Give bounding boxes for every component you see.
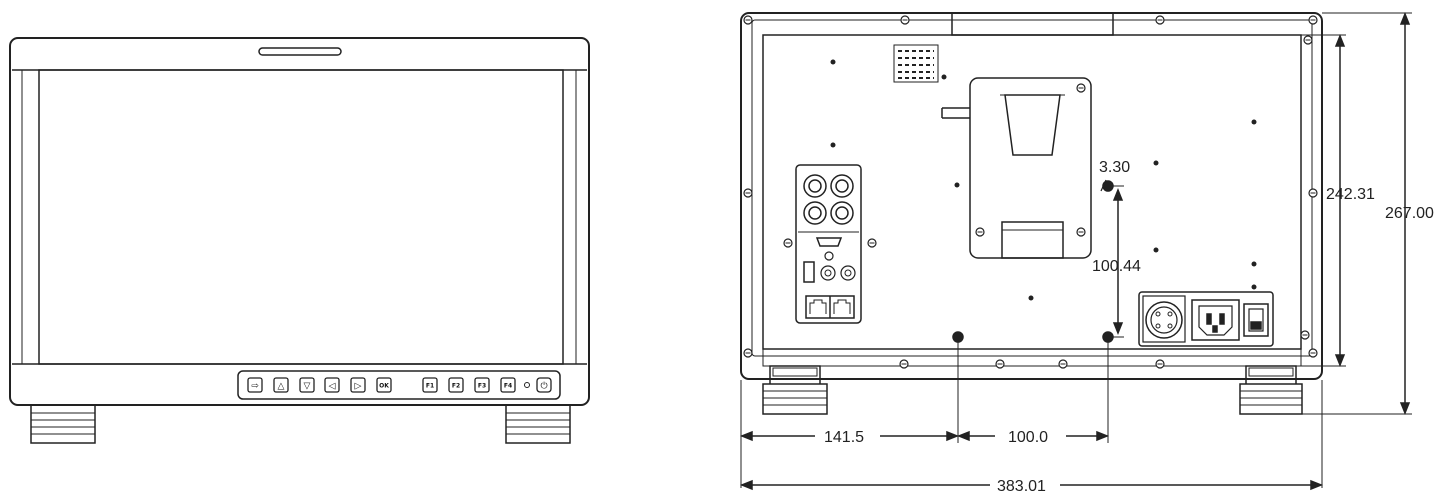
ac-inlet	[1191, 299, 1240, 341]
dim-total-height: 267.00	[1385, 205, 1434, 222]
f1-button-glyph: F1	[426, 383, 434, 390]
power-button[interactable]: ⏻	[536, 377, 552, 393]
mount-point	[830, 59, 836, 65]
up-button[interactable]: △	[273, 377, 289, 393]
control-panel	[237, 370, 561, 400]
ok-button-glyph: OK	[379, 383, 389, 390]
dimension-lines	[739, 11, 1412, 491]
dim-total-width: 383.01	[997, 478, 1046, 495]
top-handle-slot	[258, 47, 342, 56]
io-connector-block	[795, 164, 862, 324]
front-left-foot	[30, 404, 96, 444]
power-button-glyph: ⏻	[540, 381, 547, 392]
down-button[interactable]: ▽	[299, 377, 315, 393]
audio-jack-right	[840, 265, 856, 281]
f4-button[interactable]: F4	[500, 377, 516, 393]
lan-ports	[805, 295, 855, 319]
right-button-glyph: ▷	[355, 382, 362, 392]
down-button-glyph: ▽	[304, 382, 311, 392]
left-button[interactable]: ◁	[324, 377, 340, 393]
rear-screws	[743, 15, 1318, 369]
rear-top-handle	[951, 12, 1114, 36]
mount-point	[1028, 295, 1034, 301]
ok-button[interactable]: OK	[376, 377, 392, 393]
rear-view	[740, 12, 1323, 415]
audio-jack-left	[820, 265, 836, 281]
mount-point	[830, 142, 836, 148]
mount-point	[941, 74, 947, 80]
dim-left-offset: 141.5	[824, 429, 864, 446]
right-button[interactable]: ▷	[350, 377, 366, 393]
dim-panel-height: 242.31	[1326, 186, 1375, 203]
rear-housing	[740, 12, 1323, 380]
f2-button-glyph: F2	[452, 383, 460, 390]
battery-plate	[941, 77, 1092, 259]
screen	[38, 69, 564, 365]
hdmi-port	[815, 237, 843, 247]
vent-grille	[893, 44, 939, 83]
input-button[interactable]: ⇨	[247, 377, 263, 393]
mount-point	[1153, 160, 1159, 166]
mount-point	[1153, 247, 1159, 253]
dimension-labels: 3.30 100.44 242.31 267.00 141.5 100.0 38…	[824, 159, 1434, 495]
sdi-bnc-connectors	[803, 174, 854, 225]
status-led	[524, 382, 530, 388]
left-button-glyph: ◁	[329, 382, 336, 392]
up-button-glyph: △	[278, 382, 285, 392]
usb-port	[803, 261, 815, 283]
input-button-glyph: ⇨	[251, 382, 259, 392]
mount-point	[1251, 261, 1257, 267]
power-switch	[1243, 303, 1269, 337]
f2-button[interactable]: F2	[448, 377, 464, 393]
rear-left-foot	[762, 365, 828, 415]
power-block	[1138, 291, 1274, 347]
f1-button[interactable]: F1	[422, 377, 438, 393]
mount-point	[954, 182, 960, 188]
front-button-row: ⇨ △ ▽ ◁ ▷ OK F1 F2 F3 F4 ⏻	[247, 377, 552, 393]
dim-mount-vertical: 100.44	[1092, 258, 1141, 275]
f4-button-glyph: F4	[504, 383, 512, 390]
xlr-dc-input	[1142, 295, 1186, 343]
f3-button[interactable]: F3	[474, 377, 490, 393]
front-bezel	[9, 37, 590, 406]
front-right-foot	[505, 404, 571, 444]
f3-button-glyph: F3	[478, 383, 486, 390]
dim-hole-diameter: 3.30	[1099, 159, 1130, 176]
rear-right-foot	[1239, 365, 1303, 415]
dim-mount-horizontal: 100.0	[1008, 429, 1048, 446]
mount-point	[1251, 284, 1257, 290]
front-view	[9, 37, 590, 444]
mount-point	[1251, 119, 1257, 125]
